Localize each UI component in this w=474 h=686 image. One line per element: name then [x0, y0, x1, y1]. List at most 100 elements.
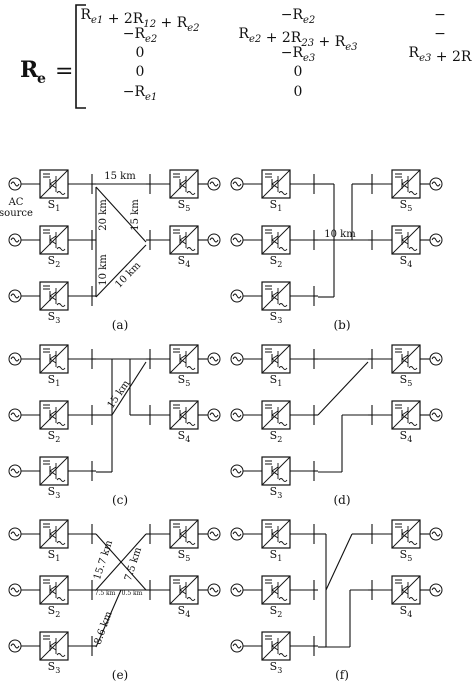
line-s1-s4 — [95, 186, 147, 243]
distance-e4: 0.5 km — [122, 590, 143, 597]
converter-label-s5: S5 — [178, 548, 191, 563]
panel-label-f: (f) — [335, 668, 349, 682]
ac-source-icon — [429, 177, 443, 191]
matrix-subscript: e — [37, 71, 46, 87]
converter-label-s5: S5 — [178, 373, 191, 388]
ac-source-icon — [429, 583, 443, 597]
line-up — [325, 533, 353, 591]
ac-source-icon — [207, 408, 221, 422]
converter-label-s2: S2 — [270, 429, 283, 444]
ac-source-icon — [207, 177, 221, 191]
converter-label-s4: S4 — [400, 254, 413, 269]
matrix-cell-r4-c1: 0 — [136, 64, 145, 80]
ac-source-icon — [8, 289, 22, 303]
line-diag — [111, 361, 147, 416]
converter-label-s1: S1 — [48, 548, 61, 563]
converter-s1-icon — [39, 344, 69, 374]
converter-label-s4: S4 — [178, 604, 191, 619]
converter-s3-icon — [261, 456, 291, 486]
converter-label-s2: S2 — [270, 254, 283, 269]
panel-label-a: (a) — [112, 318, 129, 332]
converter-s5-icon — [391, 344, 421, 374]
ac-source-icon — [8, 527, 22, 541]
ac-source-icon — [8, 177, 22, 191]
ac-source-icon — [429, 527, 443, 541]
ac-source-icon — [207, 583, 221, 597]
converter-label-s1: S1 — [48, 198, 61, 213]
converter-s5-icon — [391, 169, 421, 199]
ac-source-icon — [230, 352, 244, 366]
converter-s1-icon — [39, 519, 69, 549]
converter-label-s4: S4 — [178, 254, 191, 269]
matrix-cell-r5-c1: −Re1 — [123, 84, 158, 103]
ac-source-icon — [429, 352, 443, 366]
ac-source-icon — [8, 464, 22, 478]
line-s2-s5 — [95, 533, 147, 591]
converter-s4-icon — [169, 400, 199, 430]
ac-source-icon — [8, 352, 22, 366]
line-s2-s5 — [317, 361, 369, 416]
matrix-cell-r2-c3: − — [434, 26, 446, 42]
converter-s4-icon — [391, 225, 421, 255]
converter-s1-icon — [261, 169, 291, 199]
line-s3-mid — [95, 589, 122, 648]
converter-label-s2: S2 — [270, 604, 283, 619]
converter-s4-icon — [169, 575, 199, 605]
converter-label-s2: S2 — [48, 604, 61, 619]
converter-s3-icon — [261, 631, 291, 661]
matrix-bracket — [75, 4, 86, 109]
converter-s5-icon — [169, 519, 199, 549]
converter-label-s1: S1 — [270, 548, 283, 563]
converter-s2-icon — [261, 400, 291, 430]
converter-s1-icon — [261, 344, 291, 374]
converter-s5-icon — [169, 344, 199, 374]
ac-source-icon — [230, 527, 244, 541]
matrix-cell-r2-c2: Re2 + 2R23 + Re3 — [238, 26, 357, 53]
converter-s5-icon — [391, 519, 421, 549]
distance-e5: 8.6 km — [93, 610, 115, 647]
converter-label-s4: S4 — [178, 429, 191, 444]
matrix-cell-r2-c1: −Re2 — [123, 26, 158, 45]
ac-source-icon — [429, 408, 443, 422]
converter-s3-icon — [39, 281, 69, 311]
ac-source-icon — [230, 233, 244, 247]
converter-s1-icon — [261, 519, 291, 549]
matrix-cell-r1-c3: − — [434, 7, 446, 23]
converter-s4-icon — [391, 400, 421, 430]
converter-label-s3: S3 — [270, 485, 283, 500]
distance-s1-s4: 15 km — [130, 199, 141, 231]
distance-e1: 15.7 km — [92, 539, 115, 582]
converter-s4-icon — [391, 575, 421, 605]
distance-e2: 7.5 km — [123, 546, 144, 583]
converter-s3-icon — [261, 281, 291, 311]
ac-source-icon — [230, 177, 244, 191]
converter-s3-icon — [39, 631, 69, 661]
converter-label-s5: S5 — [178, 198, 191, 213]
ac-source-icon — [8, 408, 22, 422]
panel-label-e: (e) — [112, 668, 128, 682]
ac-source-icon — [8, 583, 22, 597]
converter-label-s3: S3 — [48, 310, 61, 325]
distance-diag: 15 km — [106, 378, 133, 411]
ac-source-icon — [230, 289, 244, 303]
equals-sign: = — [55, 59, 73, 84]
ac-source-icon — [207, 527, 221, 541]
ac-source-icon — [429, 233, 443, 247]
converter-s2-icon — [261, 575, 291, 605]
ac-source-icon — [207, 233, 221, 247]
converter-label-s3: S3 — [270, 310, 283, 325]
ac-source-icon — [230, 408, 244, 422]
ac-source-icon — [230, 464, 244, 478]
ac-source-icon — [207, 352, 221, 366]
distance-e3: 7.5 km — [95, 590, 116, 597]
panel-label-b: (b) — [333, 318, 350, 332]
converter-s2-icon — [261, 225, 291, 255]
